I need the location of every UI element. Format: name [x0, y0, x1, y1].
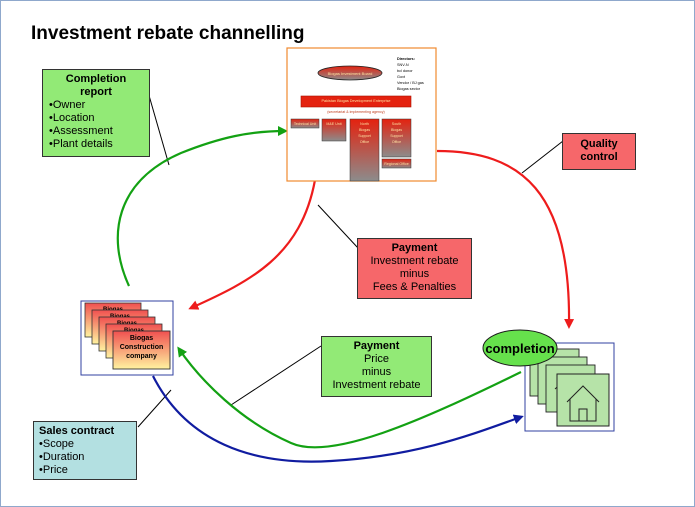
org-office-south [381, 118, 412, 158]
svg-text:Technical Unit: Technical Unit [294, 122, 316, 126]
slide-title: Investment rebate channelling [31, 23, 305, 44]
red-arrow-org-to-completion [436, 149, 575, 329]
org-board-oval [317, 65, 383, 81]
svg-text:South: South [392, 122, 401, 126]
payment-price-line: Price [363, 353, 390, 365]
payment-rebate-line: Investment rebate [370, 255, 459, 267]
red-arrow-org-to-company [188, 179, 317, 310]
svg-text:Biogas: Biogas [359, 128, 370, 132]
org-chart: Biogas Investment Board Directors: SNV-N… [286, 47, 437, 182]
quality-control-line: Quality [580, 138, 618, 150]
svg-text:Vendor / BJ gas: Vendor / BJ gas [397, 81, 424, 85]
org-unit-mid [321, 118, 347, 142]
payment-rebate-line: Fees & Penalties [372, 281, 457, 293]
svg-text:M&E Unit: M&E Unit [326, 122, 341, 126]
quality-control-line: control [580, 151, 618, 163]
house-icon [556, 373, 610, 427]
completion-report-box: Completion report •Owner •Location •Asse… [42, 69, 150, 157]
company-stack: Biogas Biogas Biogas Biogas Biogas Const… [80, 300, 174, 376]
payment-rebate-heading: Payment [391, 242, 438, 254]
callout-line-payment-price [230, 345, 322, 406]
callout-line-sales-contract [137, 389, 172, 428]
svg-text:Biogas sector: Biogas sector [397, 87, 421, 91]
svg-text:Office: Office [360, 140, 369, 144]
green-arrow-completion-to-company [177, 346, 522, 449]
completion-oval [482, 329, 558, 367]
svg-text:bcl donor: bcl donor [397, 69, 413, 73]
callout-line-payment-rebate [317, 204, 359, 249]
svg-text:Biogas: Biogas [130, 335, 153, 342]
svg-text:North: North [360, 122, 369, 126]
sales-contract-item: •Scope [39, 438, 75, 450]
company-front-card [112, 330, 171, 370]
svg-text:Construction: Construction [120, 344, 164, 351]
completion-report-item: •Assessment [49, 125, 113, 137]
org-unit-left [290, 118, 320, 129]
completion-report-item: •Plant details [49, 138, 113, 150]
payment-price-heading: Payment [353, 340, 400, 352]
payment-price-box: Payment Price minus Investment rebate [321, 336, 432, 397]
org-enterprise-label: Pakistan Biogas Development Enterprise [321, 99, 390, 103]
sales-contract-box: Sales contract •Scope •Duration •Price [33, 421, 137, 480]
svg-text:Support: Support [390, 134, 403, 138]
blue-arrow-company-to-completion [152, 375, 524, 463]
org-enterprise-bar [300, 95, 412, 108]
sales-contract-heading: Sales contract [39, 425, 115, 437]
payment-price-line: Investment rebate [332, 379, 421, 391]
svg-text:Office: Office [392, 140, 401, 144]
completion-report-item: •Location [49, 112, 95, 124]
green-arrow-report-to-org [116, 126, 288, 287]
org-enterprise-sub: (secretariat & implementing agency) [327, 110, 385, 114]
payment-rebate-line: minus [399, 268, 430, 280]
completion-report-heading: Completion report [65, 73, 127, 98]
svg-text:Support: Support [358, 134, 371, 138]
payment-price-line: minus [361, 366, 392, 378]
callout-line-quality-control [521, 140, 564, 174]
svg-text:Biogas: Biogas [391, 128, 402, 132]
svg-text:Govt: Govt [397, 75, 406, 79]
quality-control-box: Quality control [562, 133, 636, 170]
org-office-north [349, 118, 380, 182]
svg-text:Regional Office: Regional Office [384, 162, 409, 166]
org-regional-office [381, 158, 412, 169]
sales-contract-item: •Price [39, 464, 68, 476]
svg-text:SNV-N: SNV-N [397, 63, 409, 67]
svg-text:Directors:: Directors: [397, 57, 415, 61]
sales-contract-item: •Duration [39, 451, 85, 463]
completion-report-item: •Owner [49, 99, 86, 111]
completion-houses: completion [482, 329, 615, 432]
completion-label: completion [485, 341, 554, 356]
svg-text:company: company [126, 353, 157, 360]
payment-rebate-box: Payment Investment rebate minus Fees & P… [357, 238, 472, 299]
org-board-label: Biogas Investment Board [328, 71, 373, 76]
org-directors-list: Directors: SNV-N bcl donor Govt Vendor /… [397, 57, 424, 91]
